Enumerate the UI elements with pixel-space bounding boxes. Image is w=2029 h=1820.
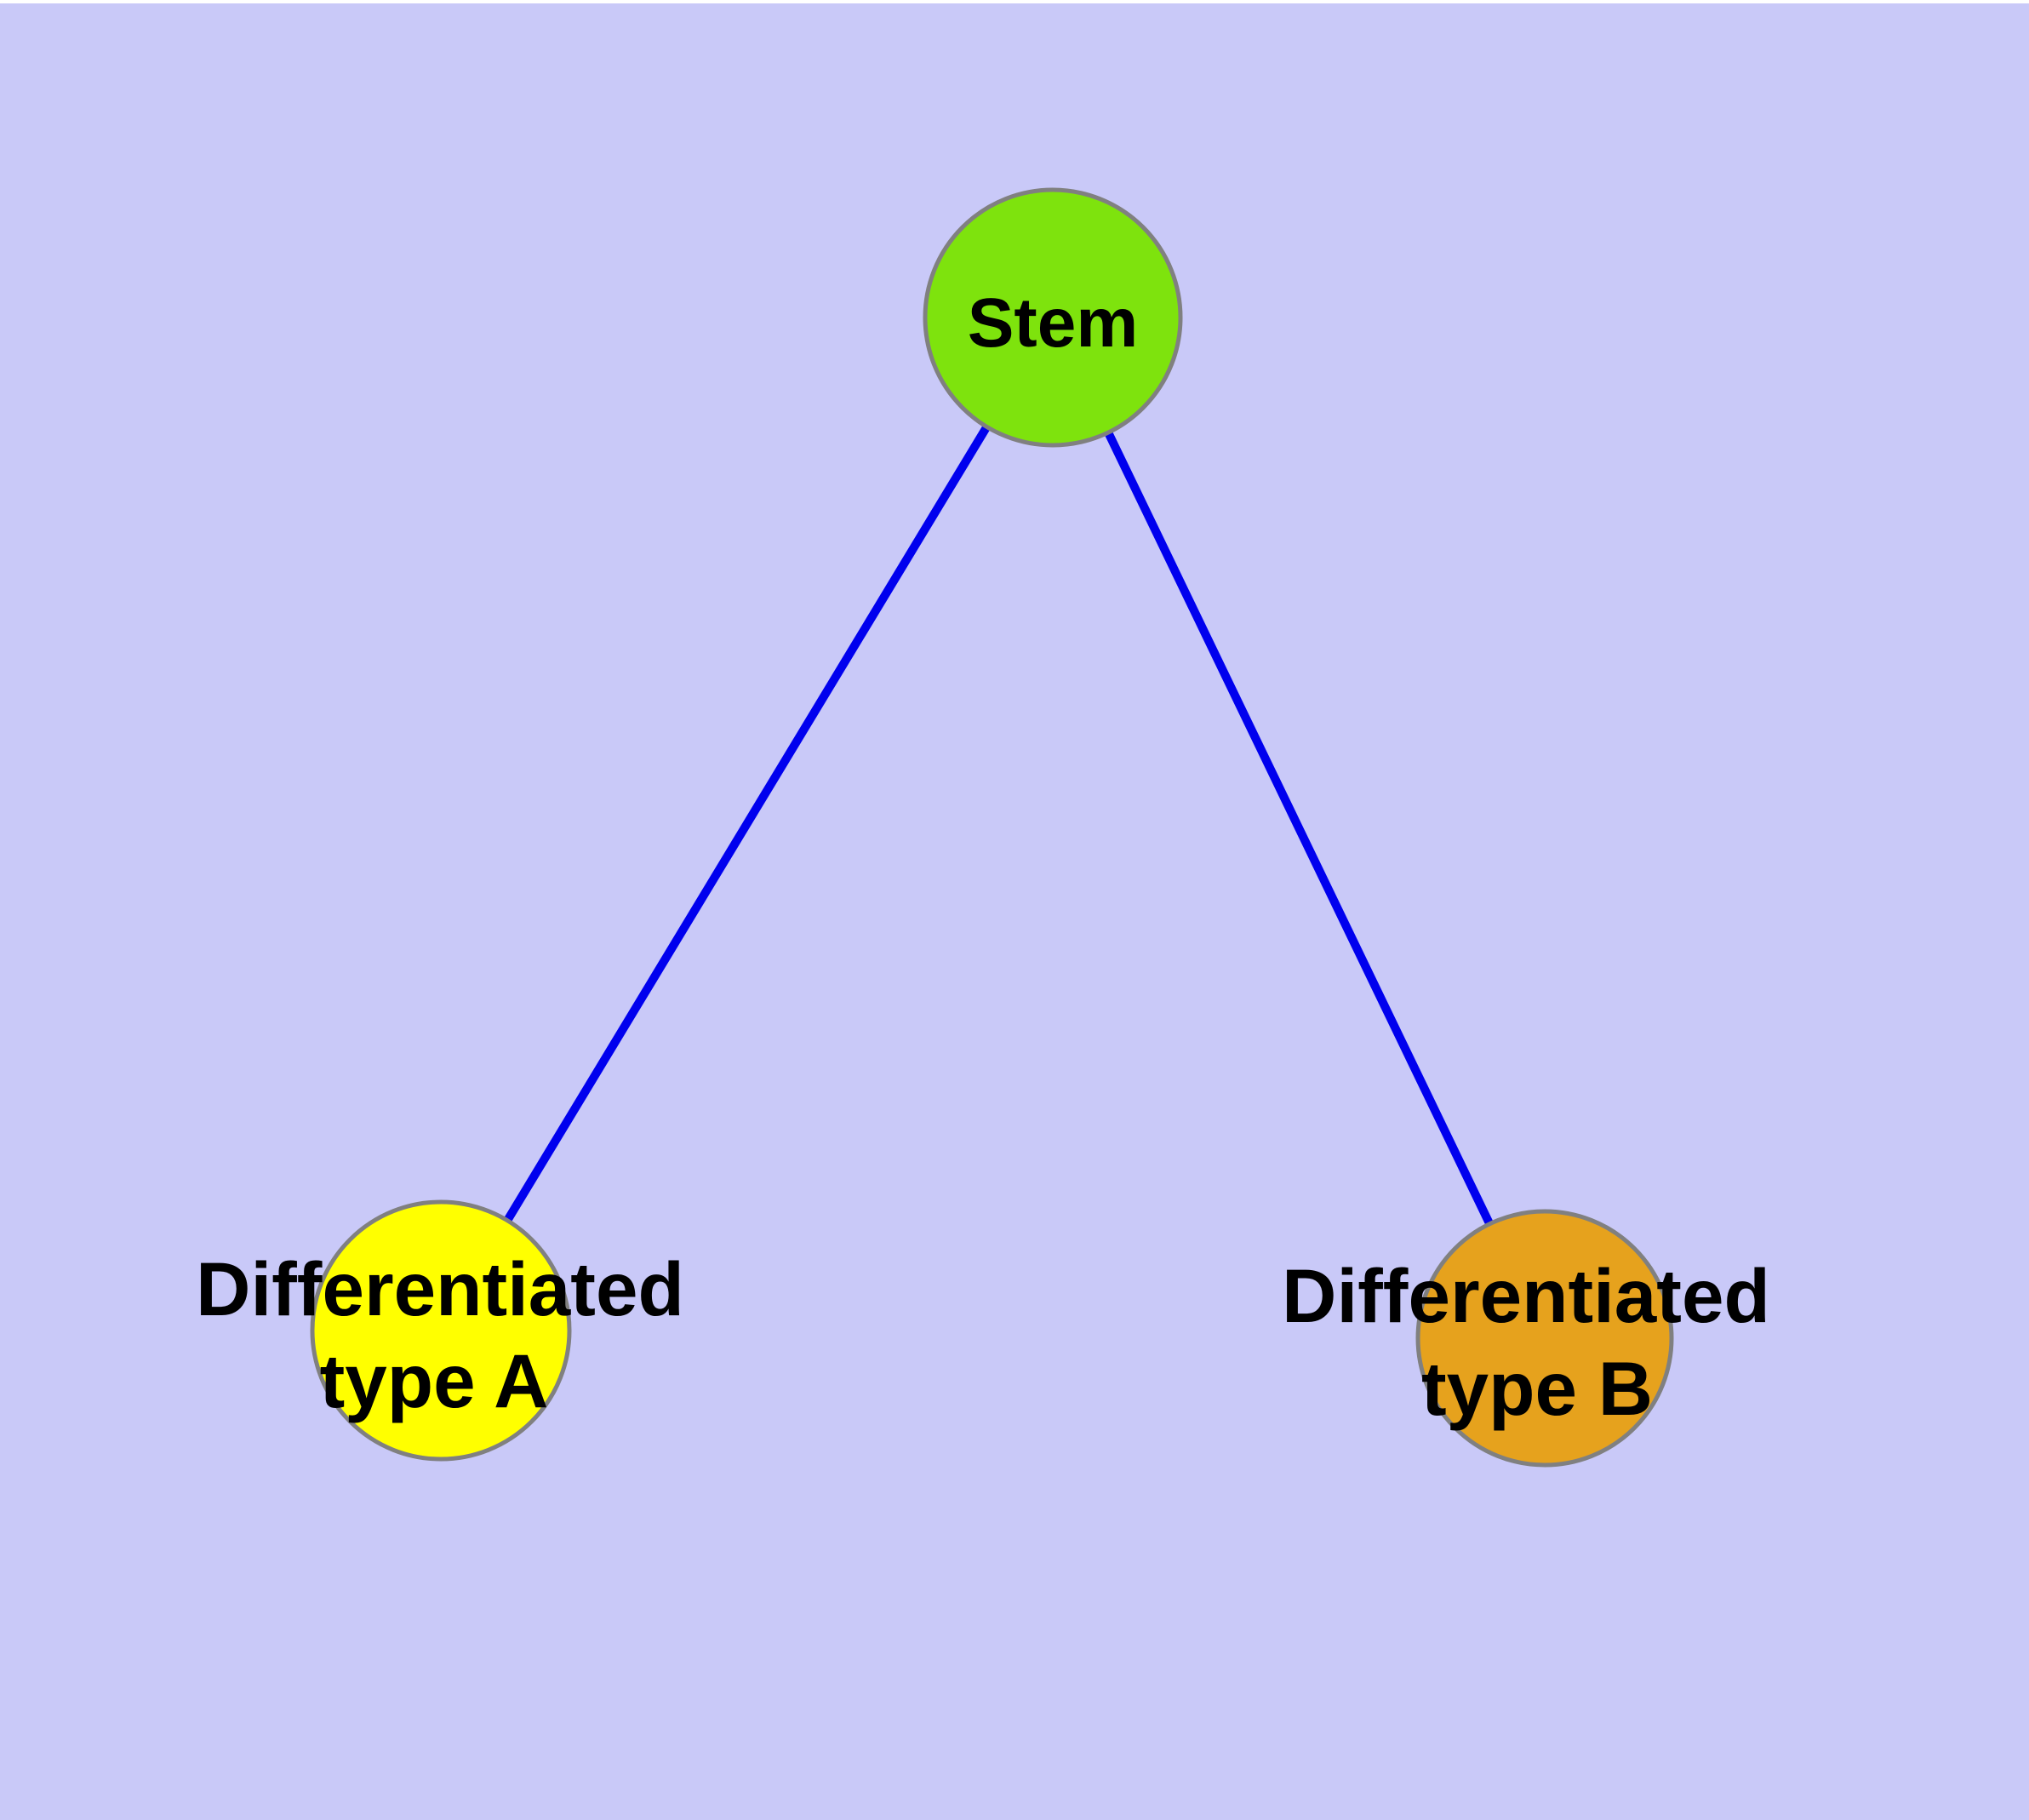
- node-stem-label: Stem: [968, 284, 1139, 362]
- top-border-strip: [0, 0, 2029, 3]
- node-typeA-circle: [310, 1199, 572, 1462]
- node-typeA-label-line1: Differentiated: [196, 1246, 684, 1331]
- node-typeA-label-line2: type A: [320, 1338, 549, 1423]
- node-typeB-circle: [1415, 1209, 1674, 1468]
- edge-stem-to-typeA: [437, 313, 1057, 1335]
- node-typeB-label-line2: type B: [1421, 1346, 1653, 1431]
- node-typeB-label-line1: Differentiated: [1282, 1253, 1770, 1338]
- node-stem-circle: [923, 187, 1183, 448]
- edge-stem-to-typeB: [1049, 313, 1549, 1342]
